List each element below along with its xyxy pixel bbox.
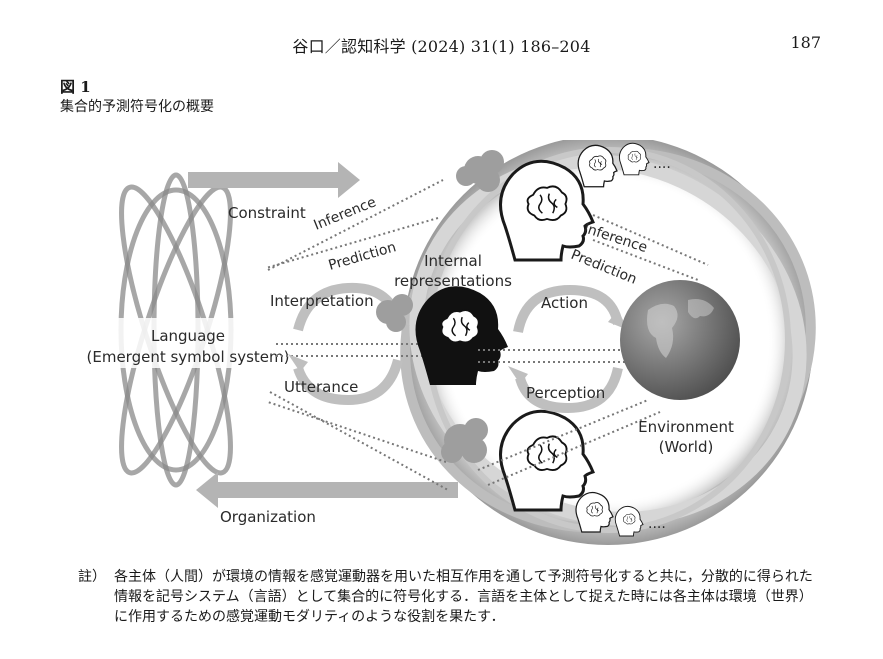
figure-collective-predictive-coding: Language (Emergent symbol system) Constr… (48, 140, 848, 550)
left-dotted-arrows (265, 179, 449, 491)
language-sublabel: (Emergent symbol system) (87, 348, 290, 366)
figure-label: 図 1 (60, 78, 91, 96)
internal-label: Internal (424, 252, 482, 270)
action-label: Action (541, 294, 588, 312)
utterance-label: Utterance (284, 378, 358, 396)
constraint-arrow (188, 162, 360, 198)
world-label: (World) (659, 438, 714, 456)
page-number: 187 (790, 33, 821, 52)
note-text: 各主体（人間）が環境の情報を感覚運動器を用いた相互作用を通して予測符号化すると共… (114, 569, 813, 625)
inference-left-label: Inference (312, 194, 379, 233)
thought-cloud-icon (376, 294, 413, 332)
globe-icon (620, 280, 740, 400)
thought-cloud-icon (441, 418, 488, 463)
figure-caption: 集合的予測符号化の概要 (60, 99, 214, 115)
representations-label: representations (394, 272, 512, 290)
note-mark: 註） (78, 569, 106, 585)
organization-arrow (196, 472, 458, 508)
prediction-left-label: Prediction (327, 239, 398, 274)
head-brain-icon (415, 286, 508, 385)
constraint-label: Constraint (228, 204, 306, 222)
thought-cloud-icon (456, 150, 504, 192)
running-head: 谷口／認知科学 (2024) 31(1) 186–204 (292, 37, 591, 56)
ellipsis-bottom: ···· (648, 520, 666, 536)
environment-label: Environment (638, 418, 734, 436)
interpretation-label: Interpretation (270, 292, 374, 310)
perception-label: Perception (526, 384, 605, 402)
figure-diagram: Language (Emergent symbol system) Constr… (87, 140, 816, 545)
language-label: Language (151, 327, 225, 345)
ellipsis-top: ···· (653, 160, 671, 176)
right-dotted-arrows (477, 214, 709, 486)
organization-label: Organization (220, 508, 316, 526)
figure-note: 註） 各主体（人間）が環境の情報を感覚運動器を用いた相互作用を通して予測符号化す… (78, 567, 818, 627)
cycle-arrow-icon (513, 284, 623, 414)
